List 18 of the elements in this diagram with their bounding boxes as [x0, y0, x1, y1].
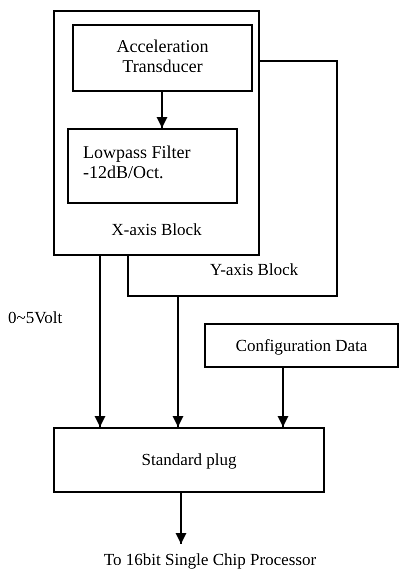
block-label: Standard plug	[140, 450, 238, 470]
arrow	[94, 256, 106, 427]
output-label: To 16bit Single Chip Processor	[102, 550, 318, 570]
block-label: Lowpass Filter -12dB/Oct.	[83, 142, 192, 182]
block-label: X-axis Block	[110, 220, 203, 240]
block-box	[72, 24, 253, 92]
block-box	[67, 128, 238, 204]
block-box	[53, 10, 260, 256]
block-label: Configuration Data	[234, 336, 368, 356]
block-box	[204, 323, 399, 368]
block-label: Y-axis Block	[208, 260, 300, 280]
block-box	[127, 256, 338, 297]
arrow	[172, 297, 184, 427]
arrow	[176, 493, 186, 544]
block-label: Acceleration Transducer	[116, 36, 210, 76]
block-box	[53, 427, 325, 493]
arrow	[278, 368, 288, 427]
arrow	[156, 92, 168, 128]
